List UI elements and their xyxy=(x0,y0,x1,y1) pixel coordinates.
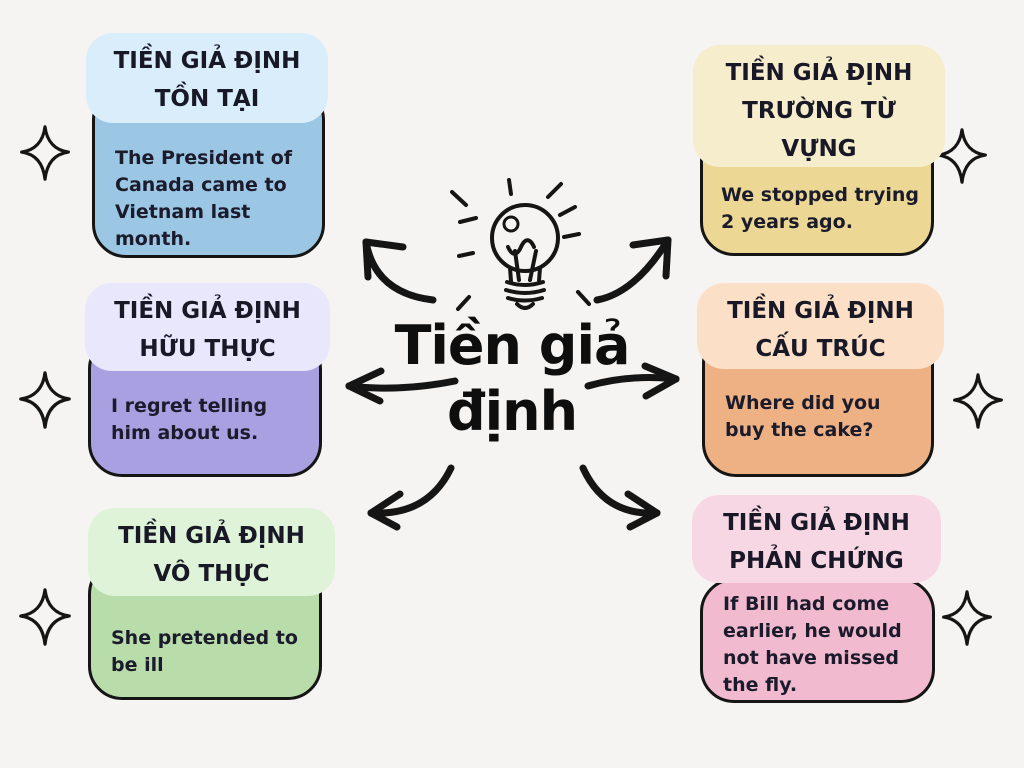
arrow-down-left-icon xyxy=(367,464,455,531)
card-phan-chung-body: If Bill had come earlier, he would not h… xyxy=(700,578,935,703)
sparkle-icon xyxy=(953,373,1003,429)
card-phan-chung-label: TIỀN GIẢ ĐỊNH PHẢN CHỨNG xyxy=(692,495,941,583)
card-cau-truc-label: TIỀN GIẢ ĐỊNH CẤU TRÚC xyxy=(697,283,944,369)
card-huu-thuc-label: TIỀN GIẢ ĐỊNH HỮU THỰC xyxy=(85,283,330,371)
card-cau-truc-example: Where did you buy the cake? xyxy=(725,392,881,441)
center-title-line1: Tiền giả xyxy=(394,314,631,377)
card-vo-thuc-example: She pretended to be ill xyxy=(111,627,298,676)
card-truong-tu-vung-label: TIỀN GIẢ ĐỊNH TRƯỜNG TỪ VỰNG xyxy=(693,45,945,167)
center-artwork xyxy=(345,178,680,531)
sparkle-icon xyxy=(19,371,71,429)
arrow-right-icon xyxy=(584,362,680,400)
card-huu-thuc-example: I regret telling him about us. xyxy=(111,395,268,444)
sparkle-icon xyxy=(942,590,992,646)
sparkle-icon xyxy=(19,588,71,646)
sparkle-icon xyxy=(20,125,70,181)
card-truong-tu-vung-example: We stopped trying 2 years ago. xyxy=(721,184,920,233)
sparkle-icon xyxy=(937,128,987,184)
card-ton-tai-label: TIỀN GIẢ ĐỊNH TỒN TẠI xyxy=(86,33,328,123)
lightbulb-icon xyxy=(490,203,560,310)
arrow-down-right-icon xyxy=(579,464,661,531)
lightbulb-rays-icon xyxy=(450,178,591,311)
card-ton-tai-example: The President of Canada came to Vietnam … xyxy=(115,147,293,250)
arrow-up-right-icon xyxy=(593,236,672,304)
card-phan-chung-example: If Bill had come earlier, he would not h… xyxy=(723,593,902,696)
center-title: Tiền giả định xyxy=(332,313,692,445)
arrow-up-left-icon xyxy=(362,238,437,304)
center-title-line2: định xyxy=(446,380,578,443)
card-vo-thuc-label: TIỀN GIẢ ĐỊNH VÔ THỰC xyxy=(88,508,335,596)
arrow-left-icon xyxy=(345,367,459,405)
